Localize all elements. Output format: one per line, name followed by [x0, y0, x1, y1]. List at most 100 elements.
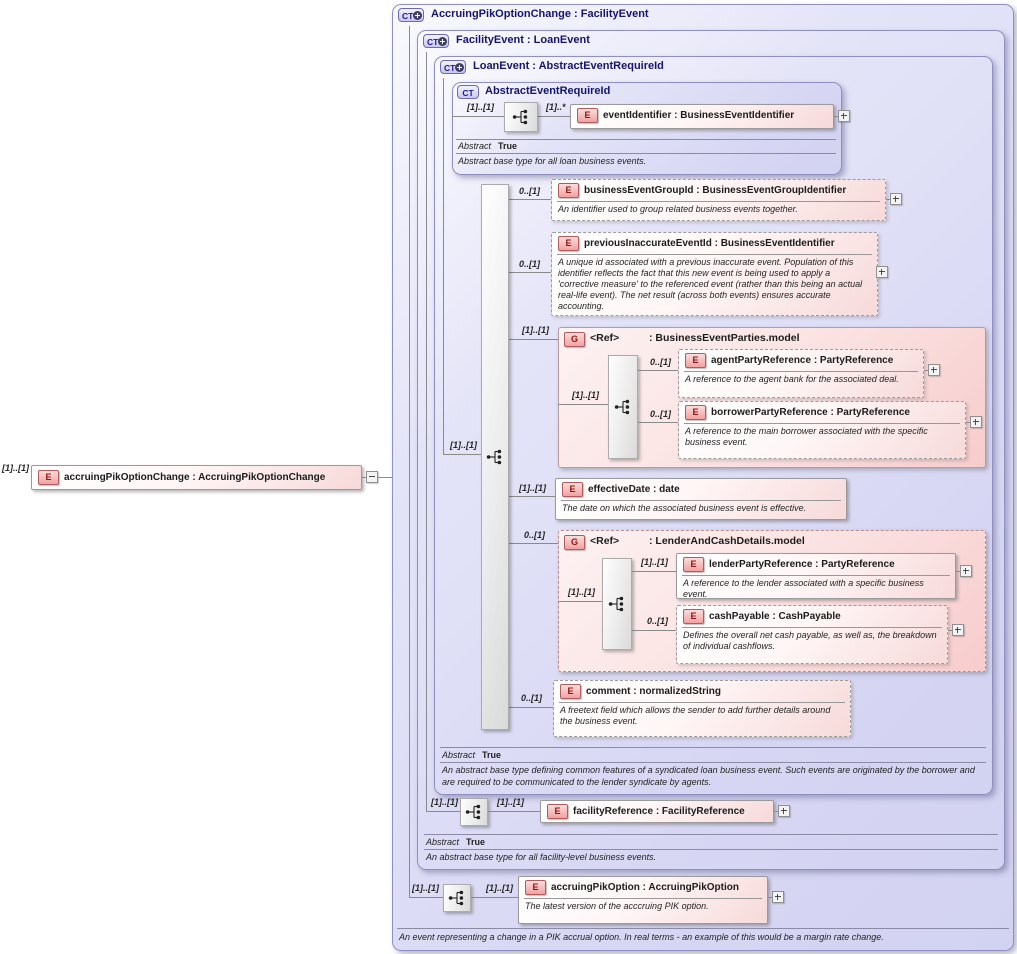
group-ref-label: <Ref> — [590, 535, 620, 547]
connector-line — [471, 897, 518, 898]
annotation-text: An event representing a change in a PIK … — [399, 932, 884, 942]
expand-button[interactable] — [838, 110, 850, 122]
abstract-label: Abstract — [458, 141, 492, 151]
connector-line — [558, 601, 602, 602]
connector-line — [834, 116, 838, 117]
expand-button[interactable] — [960, 565, 972, 577]
expand-button[interactable] — [778, 805, 790, 817]
connector-line — [509, 272, 551, 273]
connector-line — [362, 477, 366, 478]
element-annotation: A freetext field which allows the sender… — [559, 702, 845, 730]
cardinality-label: [1]..[1] — [519, 483, 546, 493]
connector-line — [886, 199, 890, 200]
element-label: lenderPartyReference : PartyReference — [709, 559, 895, 570]
sequence-indicator — [460, 798, 488, 826]
ct-letters: CT — [402, 11, 414, 21]
element-annotation: The latest version of the acccruing PIK … — [524, 898, 762, 915]
element-label: facilityReference : FacilityReference — [573, 806, 745, 817]
group-icon: G — [564, 332, 585, 347]
connector-line — [558, 404, 608, 405]
element-annotation: A reference to the agent bank for the as… — [684, 371, 918, 388]
abstract-label: Abstract — [426, 837, 460, 847]
element-annotation: Defines the overall net cash payable, as… — [682, 627, 942, 655]
element-icon: E — [685, 405, 706, 420]
element-label: agentPartyReference : PartyReference — [711, 355, 894, 366]
element-label: eventIdentifier : BusinessEventIdentifie… — [603, 110, 795, 121]
abstracteventrequireid-box-title: AbstractEventRequireId — [485, 85, 611, 97]
connector-line — [409, 26, 410, 898]
cardinality-label: 0..[1] — [650, 357, 672, 367]
sequence-icon — [608, 596, 624, 612]
cardinality-label: 0..[1] — [650, 409, 672, 419]
element-annotation: A reference to the main borrower associa… — [684, 423, 960, 451]
facilityevent-box-title: FacilityEvent : LoanEvent — [456, 34, 590, 46]
expand-button[interactable] — [876, 266, 888, 278]
element-annotation: A reference to the lender associated wit… — [682, 575, 950, 603]
expand-button[interactable] — [952, 624, 964, 636]
connector-line — [509, 707, 553, 708]
element-label: accruingPikOptionChange : AccruingPikOpt… — [64, 472, 326, 483]
complextype-icon: CT — [423, 34, 449, 48]
connector-line — [452, 116, 504, 117]
sequence-icon — [512, 109, 528, 125]
sequence-icon — [486, 449, 502, 465]
plus-circle-icon — [413, 11, 422, 20]
expand-button[interactable] — [970, 416, 982, 428]
connector-line — [774, 811, 778, 812]
cardinality-label: 0..[1] — [519, 186, 541, 196]
divider — [424, 834, 998, 835]
complextype-icon: CT — [398, 8, 424, 22]
ct-letters: CT — [444, 63, 456, 73]
connector-line — [966, 422, 970, 423]
element-icon: E — [560, 684, 581, 699]
cardinality-label: [1]..* — [546, 102, 566, 112]
divider — [397, 928, 1009, 929]
connector-line — [632, 571, 676, 572]
element-icon: E — [547, 804, 568, 819]
connector-line — [443, 78, 444, 455]
element-annotation: An identifier used to group related busi… — [557, 201, 880, 218]
sequence-icon — [465, 804, 481, 820]
abstract-value: True — [498, 141, 518, 151]
expand-button[interactable] — [772, 891, 784, 903]
connector-line — [924, 370, 928, 371]
connector-line — [768, 897, 772, 898]
divider — [456, 153, 836, 154]
connector-line — [409, 897, 443, 898]
divider — [424, 849, 998, 850]
cardinality-label: 0..[1] — [521, 693, 543, 703]
element-label: effectiveDate : date — [588, 484, 680, 495]
group-icon: G — [564, 535, 585, 550]
divider — [440, 747, 986, 748]
expand-button[interactable] — [890, 193, 902, 205]
connector-line — [509, 496, 555, 497]
divider — [456, 139, 836, 140]
cardinality-label: [1]..[1] — [450, 440, 477, 450]
group-type-label: : BusinessEventParties.model — [649, 332, 800, 344]
collapse-button[interactable] — [366, 471, 378, 483]
ct-letters: CT — [427, 37, 439, 47]
loanevent-box-title: LoanEvent : AbstractEventRequireId — [473, 60, 664, 72]
cardinality-label: [1]..[1] — [497, 797, 524, 807]
connector-line — [956, 571, 960, 572]
group-type-label: : LenderAndCashDetails.model — [649, 535, 805, 547]
sequence-indicator — [443, 884, 471, 912]
connector-line — [509, 339, 558, 340]
cardinality-label: [1]..[1] — [641, 557, 668, 567]
divider — [440, 762, 986, 763]
expand-button[interactable] — [928, 364, 940, 376]
abstract-value: True — [482, 750, 502, 760]
